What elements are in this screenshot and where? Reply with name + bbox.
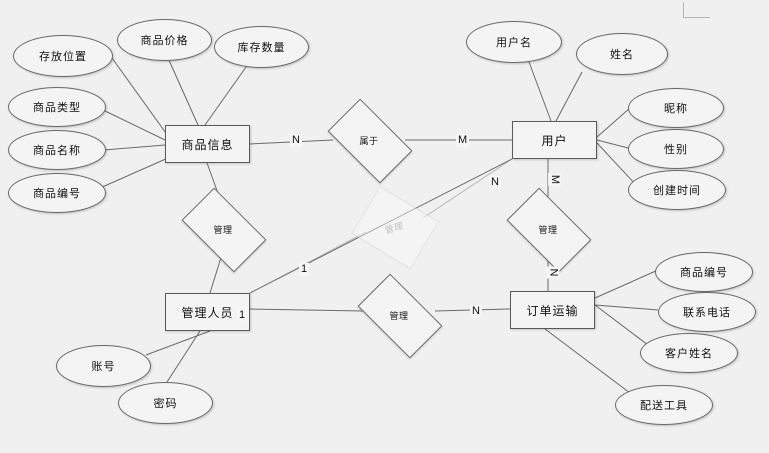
attribute-product-type[interactable]: 商品类型 bbox=[8, 87, 106, 127]
connector-e-contact-phone[interactable] bbox=[594, 304, 659, 311]
relationship-manage-1[interactable]: 管理 bbox=[181, 187, 267, 273]
selection-corner-marker bbox=[683, 2, 710, 18]
connector-e-admin-manage3[interactable] bbox=[249, 308, 364, 312]
attribute-label: 商品名称 bbox=[33, 145, 81, 157]
attribute-label: 姓名 bbox=[610, 49, 634, 61]
relationship-label: 管理 bbox=[213, 224, 233, 235]
connector-e-store-location[interactable] bbox=[111, 57, 169, 137]
entity-admin[interactable]: 管理人员 bbox=[165, 293, 250, 331]
attribute-account[interactable]: 账号 bbox=[56, 345, 151, 387]
attribute-ship-prod-code[interactable]: 商品编号 bbox=[655, 252, 753, 292]
attribute-delivery-tool[interactable]: 配送工具 bbox=[615, 385, 713, 425]
connector-e-account[interactable] bbox=[145, 330, 211, 356]
attribute-nickname[interactable]: 昵称 bbox=[628, 88, 724, 128]
connector-e-nickname[interactable] bbox=[596, 107, 631, 138]
attribute-username[interactable]: 用户名 bbox=[466, 21, 562, 63]
attribute-contact-phone[interactable]: 联系电话 bbox=[658, 292, 756, 332]
relationship-label: 属于 bbox=[359, 135, 379, 146]
connector-e-username[interactable] bbox=[528, 61, 552, 122]
connector-e-product-type[interactable] bbox=[102, 109, 166, 141]
connector-e-created-time[interactable] bbox=[596, 142, 638, 187]
relationship-label: 管理 bbox=[538, 224, 558, 235]
ghost-edge-layer bbox=[249, 158, 513, 294]
connector-e-admin-user-diag[interactable] bbox=[249, 158, 513, 294]
attribute-stock-qty[interactable]: 库存数量 bbox=[214, 26, 309, 68]
connector-e-gender[interactable] bbox=[596, 139, 633, 150]
relationship-manage-3[interactable]: 管理 bbox=[357, 273, 443, 359]
attribute-label: 配送工具 bbox=[640, 400, 688, 412]
entity-user[interactable]: 用户 bbox=[512, 121, 597, 159]
attribute-label: 联系电话 bbox=[683, 307, 731, 319]
cardinality-card-n-manage-ship: N bbox=[470, 305, 482, 318]
cardinality-card-1-admin-manage: 1 bbox=[237, 309, 248, 322]
connector-e-product-name[interactable] bbox=[103, 144, 166, 151]
entity-label: 管理人员 bbox=[181, 305, 234, 320]
connector-e-customer-name[interactable] bbox=[594, 304, 649, 346]
relationship-manage-2[interactable]: 管理 bbox=[506, 187, 592, 273]
attribute-label: 用户名 bbox=[496, 37, 532, 49]
connector-e-password[interactable] bbox=[166, 330, 201, 383]
entity-label: 商品信息 bbox=[181, 137, 234, 152]
attribute-label: 昵称 bbox=[664, 103, 688, 115]
attribute-label: 商品编号 bbox=[33, 188, 81, 200]
attribute-label: 商品类型 bbox=[33, 102, 81, 114]
attribute-label: 账号 bbox=[91, 361, 116, 373]
connector-e-product-price[interactable] bbox=[167, 57, 199, 126]
attribute-label: 创建时间 bbox=[653, 185, 701, 197]
relationship-label: 管理 bbox=[389, 310, 409, 321]
entity-product[interactable]: 商品信息 bbox=[165, 125, 250, 163]
attribute-label: 商品编号 bbox=[680, 267, 728, 279]
connector-e-stock-qty[interactable] bbox=[204, 66, 247, 126]
attribute-label: 商品价格 bbox=[140, 35, 189, 47]
attribute-label: 密码 bbox=[153, 398, 178, 410]
attribute-gender[interactable]: 性别 bbox=[628, 129, 724, 169]
connector-e-product-code[interactable] bbox=[99, 157, 169, 189]
entity-label: 用户 bbox=[541, 133, 568, 148]
cardinality-card-m-belongs-user: M bbox=[456, 134, 470, 147]
attribute-created-time[interactable]: 创建时间 bbox=[628, 170, 726, 210]
attribute-product-name[interactable]: 商品名称 bbox=[8, 130, 106, 170]
attribute-label: 客户姓名 bbox=[665, 348, 713, 360]
attribute-store-location[interactable]: 存放位置 bbox=[13, 35, 113, 77]
attribute-label: 库存数量 bbox=[237, 42, 286, 54]
ghost-connector-ge-ghost-user[interactable] bbox=[422, 158, 513, 219]
attribute-product-price[interactable]: 商品价格 bbox=[117, 19, 212, 61]
cardinality-card-n-user-admin: N bbox=[489, 176, 501, 189]
entity-shipping[interactable]: 订单运输 bbox=[510, 291, 595, 329]
connector-e-ship-prod-code[interactable] bbox=[594, 269, 659, 299]
attribute-password[interactable]: 密码 bbox=[118, 382, 213, 424]
entity-label: 订单运输 bbox=[526, 303, 579, 318]
attribute-label: 性别 bbox=[664, 144, 688, 156]
connector-e-delivery-tool[interactable] bbox=[544, 328, 631, 394]
attribute-label: 存放位置 bbox=[39, 51, 87, 63]
attribute-fullname[interactable]: 姓名 bbox=[576, 33, 668, 75]
connector-e-fullname[interactable] bbox=[555, 71, 583, 122]
cardinality-card-n-manage2-ship: N bbox=[546, 266, 560, 279]
relationship-belongs[interactable]: 属于 bbox=[327, 98, 413, 184]
ghost-connector-ge-admin-ghost[interactable] bbox=[249, 231, 367, 294]
attribute-product-code[interactable]: 商品编号 bbox=[8, 173, 106, 213]
attribute-customer-name[interactable]: 客户姓名 bbox=[640, 333, 738, 373]
cardinality-card-m-user-manage: M bbox=[548, 172, 562, 187]
cardinality-card-n-product-belongs: N bbox=[290, 134, 302, 147]
cardinality-card-1-admin-user: 1 bbox=[299, 263, 310, 276]
